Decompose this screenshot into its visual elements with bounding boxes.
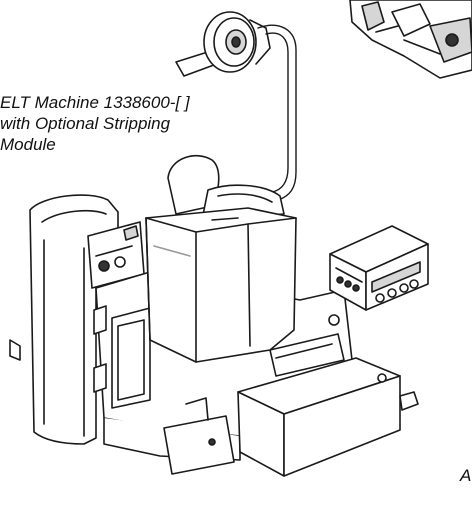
- caption-line-1: ELT Machine 1338600-[ ]: [0, 93, 190, 112]
- caption-line-2: with Optional Stripping: [0, 114, 171, 133]
- caption-line-3: Module: [0, 135, 56, 154]
- corner-label: A: [460, 466, 472, 485]
- control-panel-icon: [329, 225, 429, 311]
- central-housing: [145, 207, 297, 363]
- reel-icon: [175, 11, 271, 77]
- lower-cabinet: [237, 357, 419, 477]
- left-control-box: [87, 221, 145, 289]
- feed-tube-icon: [243, 24, 297, 211]
- figure-caption: ELT Machine 1338600-[ ] with Optional St…: [0, 92, 190, 155]
- front-drawer: [163, 397, 235, 475]
- upper-right-part: [349, 0, 472, 79]
